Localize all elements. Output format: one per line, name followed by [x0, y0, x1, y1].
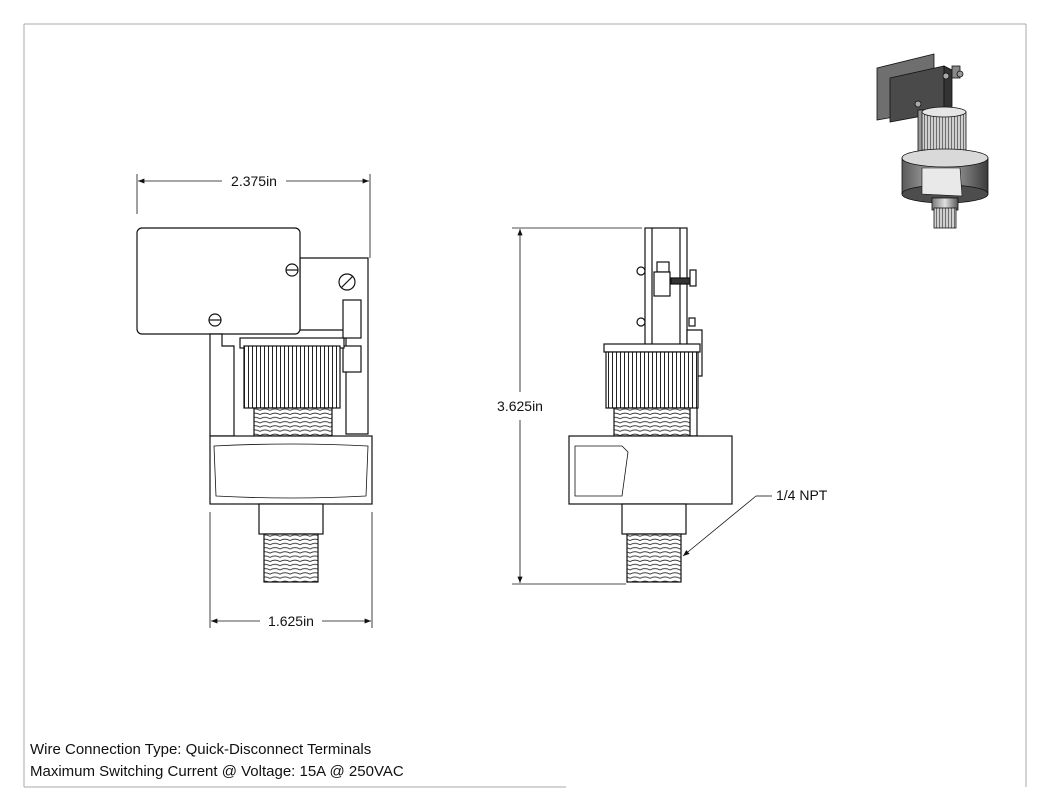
side-view — [568, 227, 733, 583]
note-switching-current: Maximum Switching Current @ Voltage: 15A… — [30, 763, 404, 780]
fitting-3d — [933, 207, 957, 229]
thread-callout-label: 1/4 NPT — [776, 487, 828, 503]
front-dimensions — [136, 174, 373, 628]
side-dimensions — [512, 227, 772, 585]
adjust-knob-side — [605, 351, 699, 409]
sheet-border — [23, 23, 1027, 788]
overall-width-label: 2.375in — [231, 173, 277, 189]
body-width-label: 1.625in — [268, 613, 314, 629]
npt-fitting — [263, 533, 319, 583]
note-wire-connection: Wire Connection Type: Quick-Disconnect T… — [30, 741, 371, 758]
isometric-view — [876, 53, 989, 229]
front-view — [136, 227, 373, 583]
adjust-knob — [243, 345, 341, 409]
npt-fitting-side — [626, 533, 682, 583]
knob-3d — [921, 111, 967, 151]
overall-height-label: 3.625in — [497, 398, 543, 414]
